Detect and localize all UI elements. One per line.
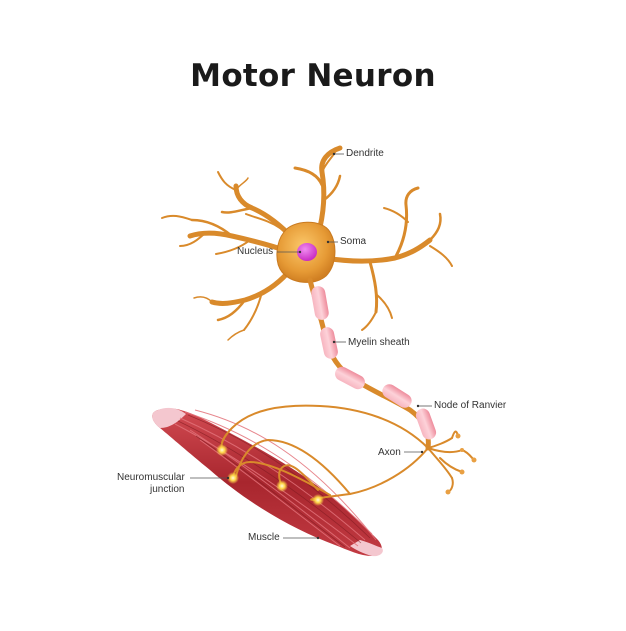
axon-terminals <box>427 430 475 493</box>
label-muscle: Muscle <box>248 532 280 543</box>
label-axon: Axon <box>378 447 401 458</box>
neuromuscular-junctions <box>216 444 324 506</box>
nucleus <box>297 243 317 261</box>
label-node-of-ranvier: Node of Ranvier <box>434 400 507 411</box>
label-nucleus: Nucleus <box>237 246 274 257</box>
diagram-title: Motor Neuron <box>190 58 436 94</box>
leader-dots <box>226 152 424 540</box>
label-neuromuscular-junction-line1: Neuromuscular <box>117 472 185 483</box>
label-myelin-sheath: Myelin sheath <box>348 337 410 348</box>
muscle <box>152 407 383 557</box>
label-dendrite: Dendrite <box>346 148 384 159</box>
axon <box>307 277 431 451</box>
leader-lines <box>190 153 432 539</box>
dendrites <box>161 145 453 341</box>
terminal-bulbs <box>445 433 477 495</box>
myelin-sheath <box>311 286 437 440</box>
label-neuromuscular-junction-line2: junction <box>150 484 185 495</box>
label-soma: Soma <box>340 236 367 247</box>
